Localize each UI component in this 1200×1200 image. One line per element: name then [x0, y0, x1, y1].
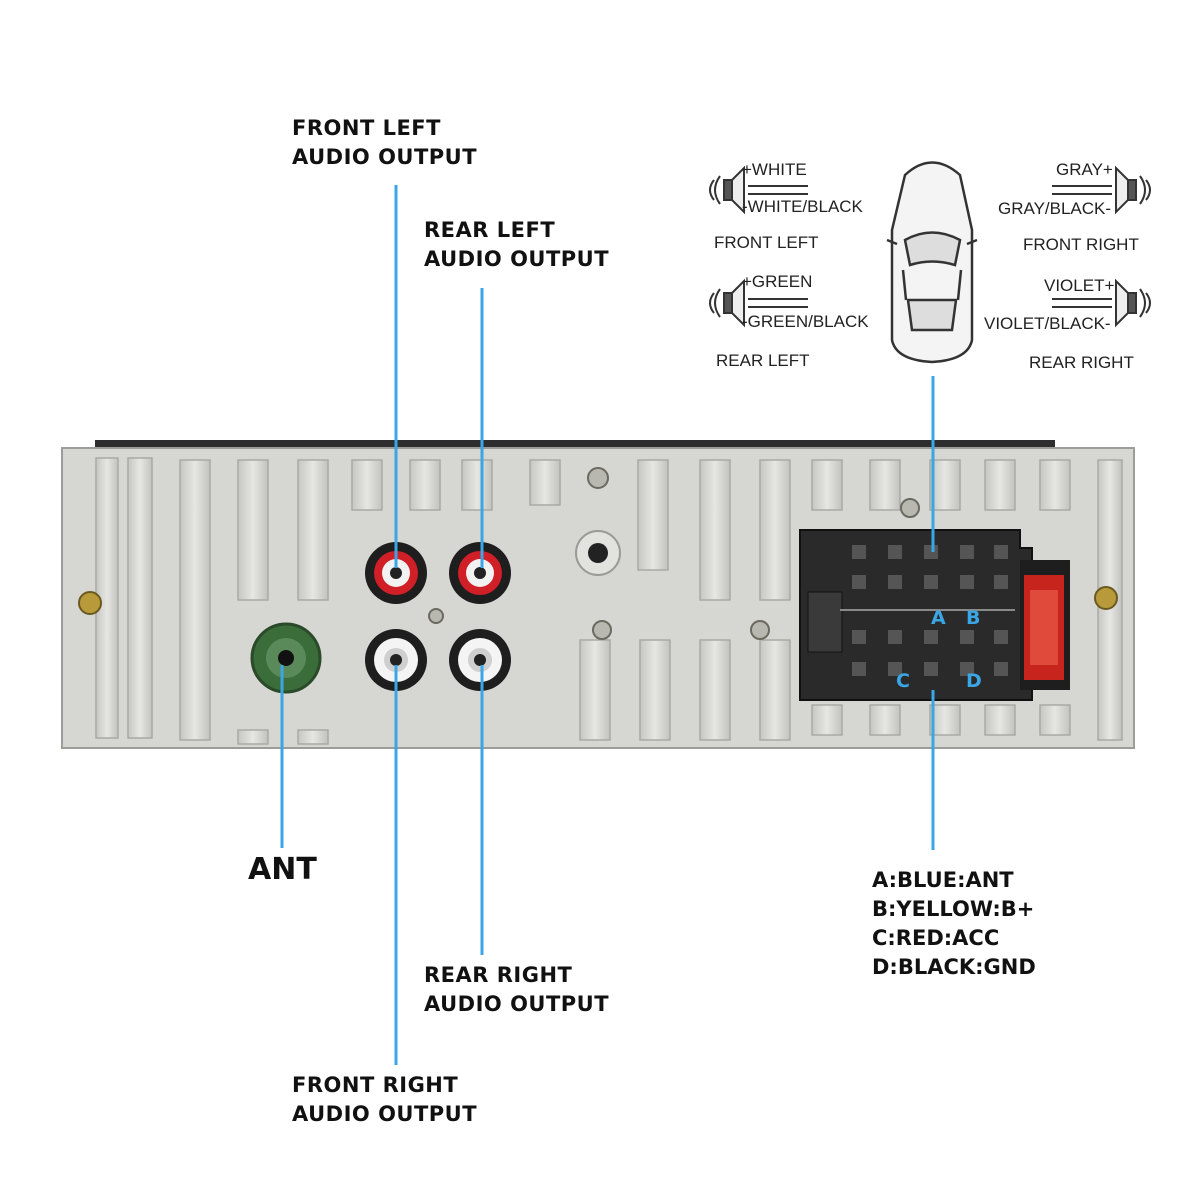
wire-front-right-plus: GRAY+: [1056, 160, 1113, 179]
callout-front-left-line2: AUDIO OUTPUT: [292, 145, 478, 169]
speaker-front-right-name: FRONT RIGHT: [1023, 235, 1139, 254]
speaker-rear-right-name: REAR RIGHT: [1029, 353, 1134, 372]
antenna-jack: [250, 622, 322, 694]
callout-rear-right: REAR RIGHT AUDIO OUTPUT: [424, 961, 609, 1019]
pin-a-label: A: [931, 607, 946, 629]
callout-rear-left-line1: REAR LEFT: [424, 218, 556, 242]
callout-front-left: FRONT LEFT AUDIO OUTPUT: [292, 114, 477, 172]
rca-front-right-jack: [365, 629, 427, 691]
callout-rear-left: REAR LEFT AUDIO OUTPUT: [424, 216, 609, 274]
pin-legend-item: A:BLUE:ANT: [872, 868, 1014, 892]
panel-fins: [95, 457, 1123, 745]
speaker-rear-left-icon: [709, 278, 808, 328]
rca-rear-right-jack: [449, 629, 511, 691]
pin-legend-item: C:RED:ACC: [872, 926, 1000, 950]
callout-lines: [280, 185, 935, 1065]
callout-front-left-line1: FRONT LEFT: [292, 116, 441, 140]
callout-front-right-line2: AUDIO OUTPUT: [292, 1102, 478, 1126]
callout-rear-right-line1: REAR RIGHT: [424, 963, 573, 987]
speaker-rear-left-name: REAR LEFT: [716, 351, 810, 370]
fuse: [1020, 560, 1070, 690]
callout-front-right: FRONT RIGHT AUDIO OUTPUT: [292, 1071, 477, 1129]
wire-front-right-minus: GRAY/BLACK-: [998, 199, 1112, 218]
speaker-rear-right-icon: [1052, 278, 1151, 328]
speaker-front-left-icon: [709, 165, 808, 215]
unit-top-edge: [95, 440, 1055, 450]
rca-front-left-jack: [365, 542, 427, 604]
wire-rear-left-plus: +GREEN: [742, 272, 813, 291]
pin-b-label: B: [966, 607, 981, 629]
wire-rear-right-minus: VIOLET/BLACK-: [984, 314, 1111, 333]
callout-rear-right-line2: AUDIO OUTPUT: [424, 992, 610, 1016]
wire-front-left-plus: +WHITE: [742, 160, 807, 179]
callout-antenna: ANT: [248, 852, 317, 887]
wire-rear-left-minus: -GREEN/BLACK: [742, 312, 869, 331]
speaker-front-left-name: FRONT LEFT: [714, 233, 819, 252]
pin-legend: A:BLUE:ANT B:YELLOW:B+ C:RED:ACC D:BLACK…: [872, 866, 1036, 982]
wire-rear-right-plus: VIOLET+: [1044, 276, 1115, 295]
pin-legend-item: B:YELLOW:B+: [872, 897, 1035, 921]
callout-front-right-line1: FRONT RIGHT: [292, 1073, 459, 1097]
callout-rear-left-line2: AUDIO OUTPUT: [424, 247, 610, 271]
mounting-screws: [78, 467, 1118, 640]
car-top-view-icon: [886, 161, 978, 364]
wire-front-left-minus: -WHITE/BLACK: [742, 197, 863, 216]
pin-legend-item: D:BLACK:GND: [872, 955, 1036, 979]
speaker-front-right-icon: [1052, 165, 1151, 215]
iso-connector: [799, 529, 1033, 701]
pin-d-label: D: [966, 670, 982, 692]
pin-c-label: C: [896, 670, 910, 692]
rca-rear-left-jack: [449, 542, 511, 604]
